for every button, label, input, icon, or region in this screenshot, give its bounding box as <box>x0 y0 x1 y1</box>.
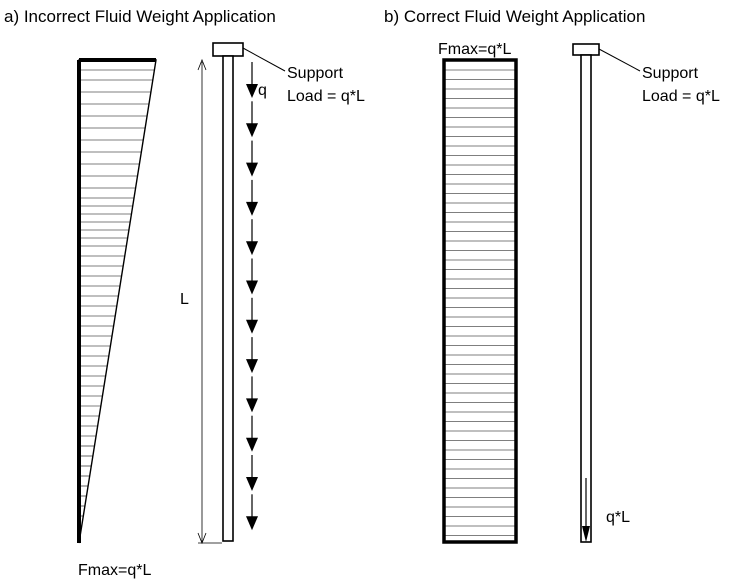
triangle-hatching <box>79 69 155 527</box>
panel-b-load-label: Load = q*L <box>642 88 720 105</box>
point-load-label: q*L <box>606 509 630 526</box>
uniform-load-diagram <box>442 58 518 544</box>
dimension-arrow-top <box>197 58 207 71</box>
load-arrow-head <box>246 241 258 256</box>
load-arrow-head <box>246 84 258 98</box>
panel-b-fmax-label: Fmax=q*L <box>438 41 511 58</box>
panel-a-fmax-label: Fmax=q*L <box>78 562 151 579</box>
panel-a-load-label: Load = q*L <box>287 88 365 105</box>
panel-b-support-leader <box>598 48 641 72</box>
load-arrow-head <box>246 516 258 531</box>
panel-a-support-leader <box>242 47 286 72</box>
load-arrow-head <box>246 359 258 374</box>
load-arrow-head <box>246 319 258 334</box>
rectangle-outline <box>442 58 518 544</box>
panel-b: b) Correct Fluid Weight Application Fmax… <box>384 7 720 544</box>
panel-b-support <box>572 43 600 56</box>
point-load-arrow-head <box>582 526 590 542</box>
panel-a-title: a) Incorrect Fluid Weight Application <box>4 7 276 26</box>
length-dimension: L <box>180 58 222 545</box>
panel-a-column <box>222 55 234 542</box>
load-arrow-head <box>246 477 258 491</box>
load-arrow-head <box>246 437 258 452</box>
load-arrow-head <box>246 398 258 413</box>
panel-a-support-label: Support <box>287 65 344 82</box>
panel-b-support-label: Support <box>642 65 699 82</box>
panel-b-column <box>580 54 592 543</box>
distributed-load-arrows <box>246 62 258 531</box>
load-arrow-head <box>246 280 258 295</box>
panel-b-title: b) Correct Fluid Weight Application <box>384 7 645 26</box>
panel-a-support <box>212 42 244 57</box>
panel-a: a) Incorrect Fluid Weight Application Fm… <box>4 7 365 579</box>
triangular-load-diagram <box>77 58 157 544</box>
q-label: q <box>258 82 267 99</box>
triangle-outline <box>78 59 157 544</box>
load-arrow-head <box>246 201 258 216</box>
load-arrow-head <box>246 123 258 138</box>
rectangle-hatching <box>444 69 516 536</box>
length-label: L <box>180 291 189 308</box>
load-arrow-head <box>246 162 258 177</box>
